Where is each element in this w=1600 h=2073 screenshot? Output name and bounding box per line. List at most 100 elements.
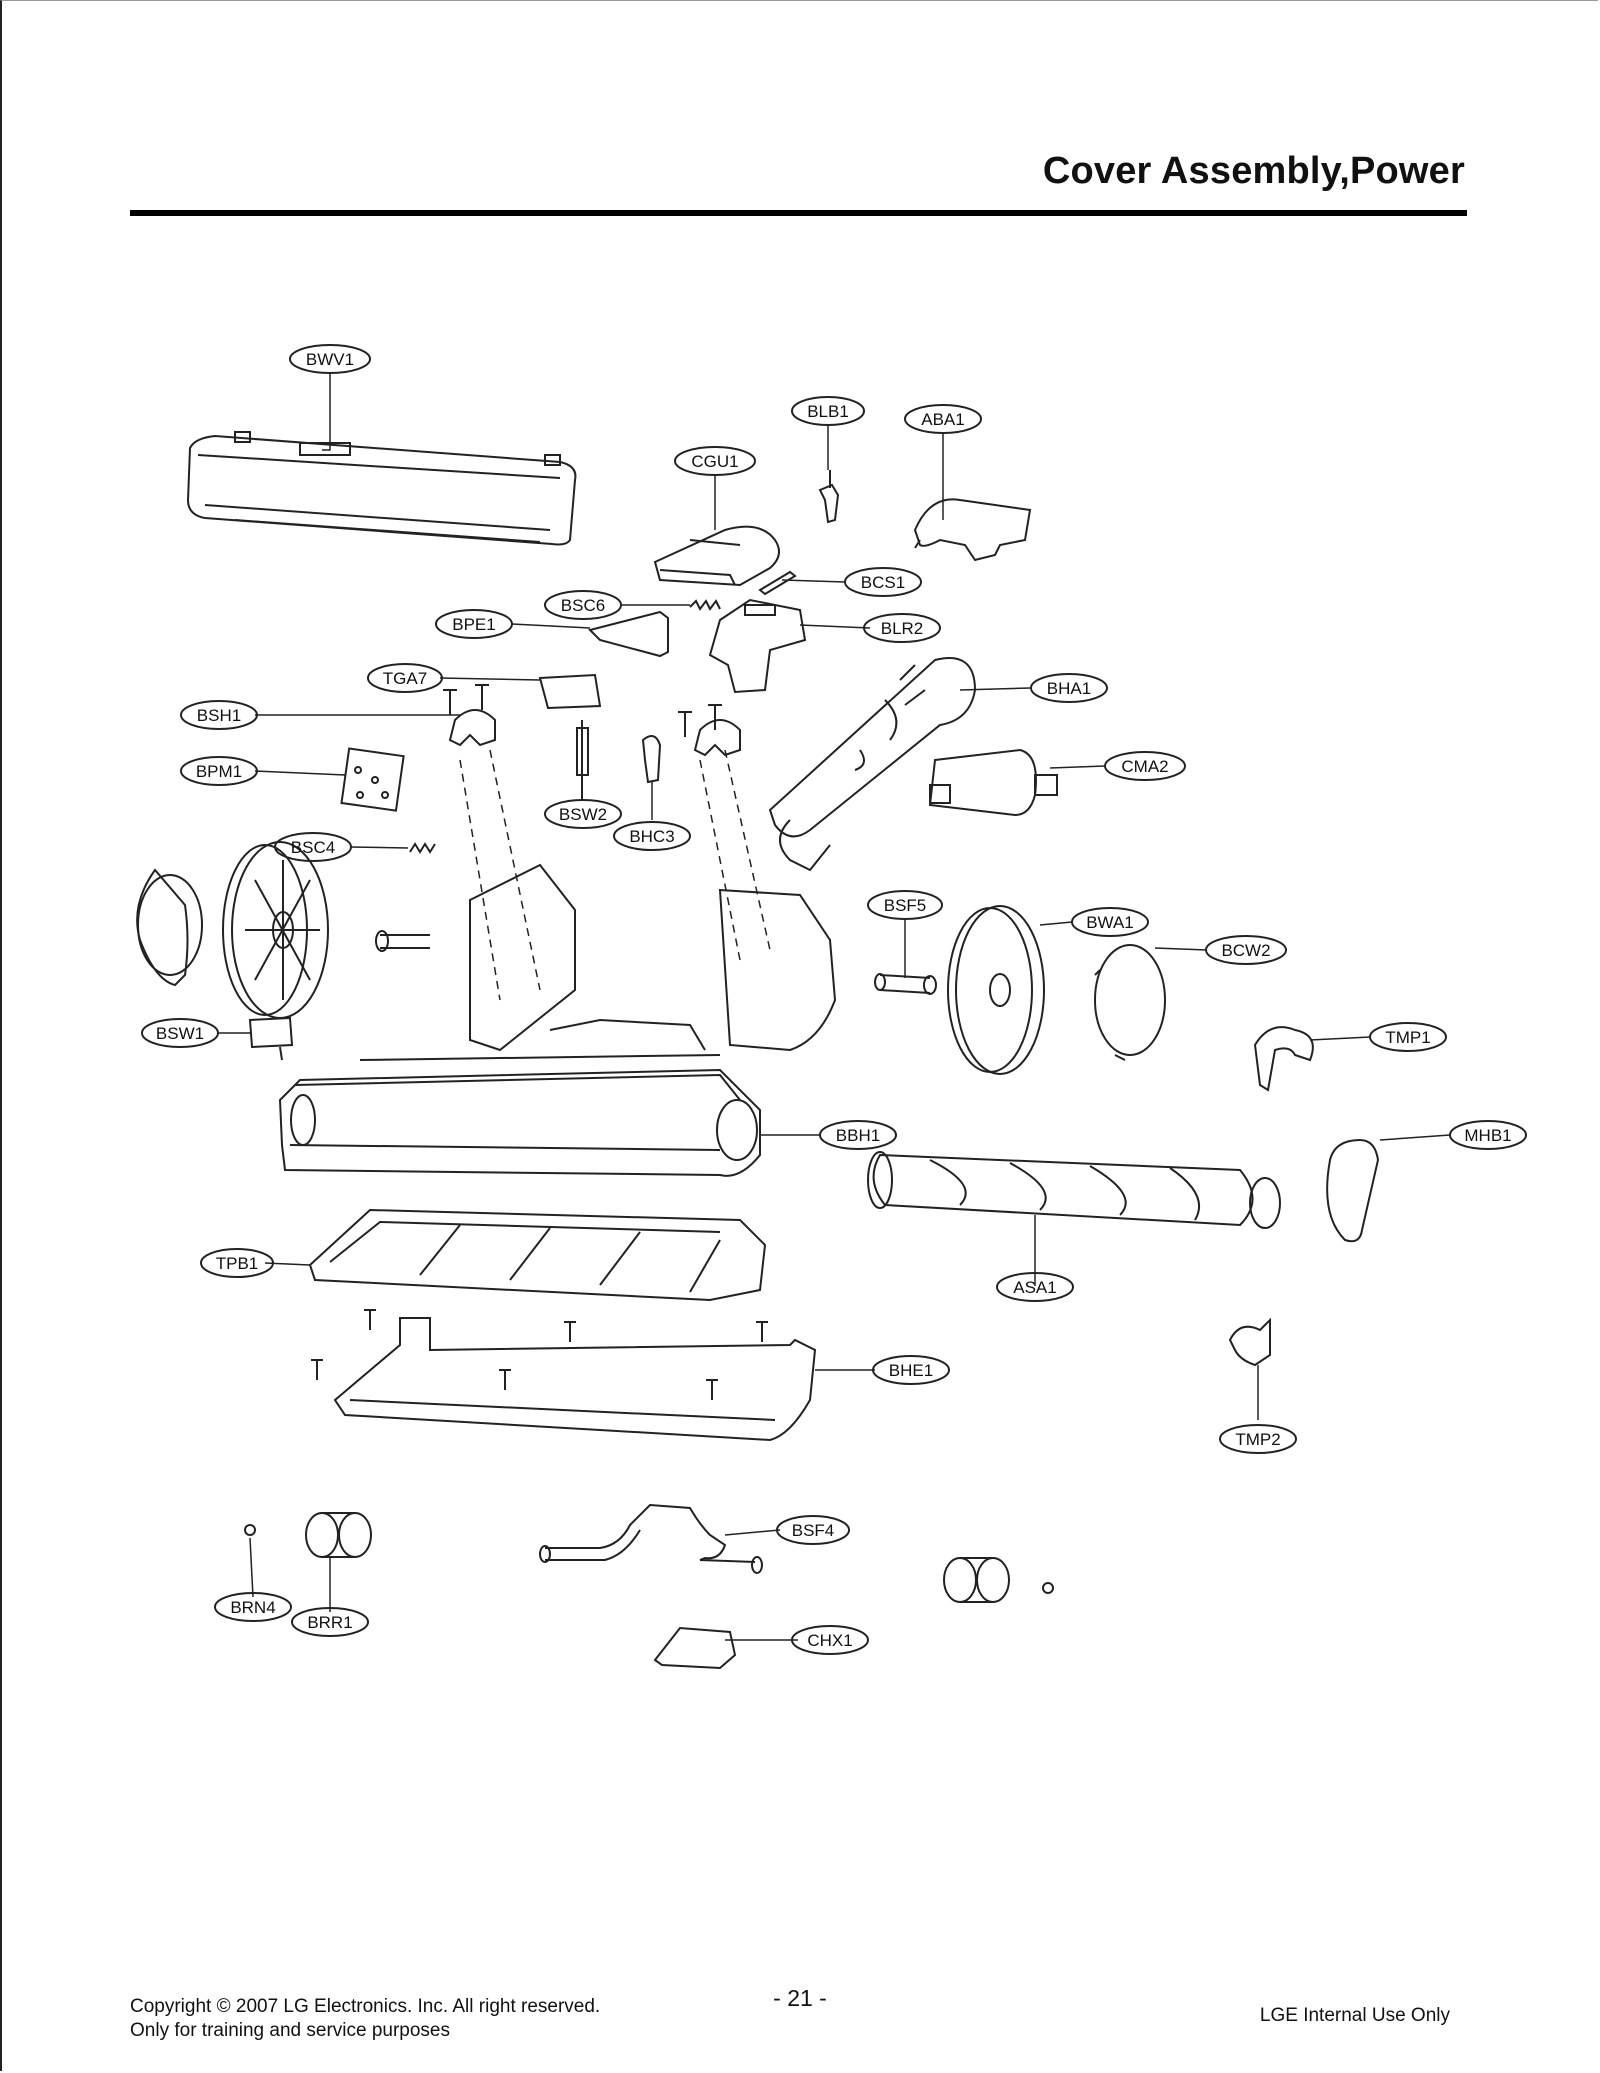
svg-text:TPB1: TPB1 bbox=[216, 1254, 259, 1273]
part-drawing-bha1 bbox=[768, 657, 977, 872]
svg-text:TMP1: TMP1 bbox=[1385, 1028, 1430, 1047]
svg-text:TMP2: TMP2 bbox=[1235, 1430, 1280, 1449]
part-label-brn4: BRN4 bbox=[214, 1592, 292, 1622]
footer-purpose: Only for training and service purposes bbox=[130, 2020, 450, 2041]
part-label-bcw2: BCW2 bbox=[1205, 935, 1287, 965]
part-label-tmp1: TMP1 bbox=[1369, 1022, 1447, 1052]
part-drawing-bpm1 bbox=[340, 747, 405, 812]
part-drawing-bsw1 bbox=[248, 1016, 294, 1061]
part-label-bwa1: BWA1 bbox=[1071, 907, 1149, 937]
part-label-bbh1: BBH1 bbox=[819, 1120, 897, 1150]
part-drawing-cma2 bbox=[928, 748, 1058, 817]
svg-text:BLB1: BLB1 bbox=[807, 402, 849, 421]
part-label-bsc4: BSC4 bbox=[274, 832, 352, 862]
part-label-bsf5: BSF5 bbox=[867, 890, 943, 920]
part-label-bcs1: BCS1 bbox=[844, 567, 922, 597]
svg-text:BRN4: BRN4 bbox=[230, 1598, 275, 1617]
svg-text:BSW1: BSW1 bbox=[156, 1024, 204, 1043]
title-divider bbox=[130, 210, 1467, 216]
part-drawing-bsc4 bbox=[409, 842, 436, 854]
page-title: Cover Assembly,Power bbox=[1042, 150, 1465, 192]
part-drawing-bcs1 bbox=[758, 570, 797, 596]
svg-text:ASA1: ASA1 bbox=[1013, 1278, 1056, 1297]
part-drawing-bwa1 bbox=[947, 905, 1045, 1075]
part-label-bha1: BHA1 bbox=[1030, 673, 1108, 703]
svg-text:BSW2: BSW2 bbox=[559, 805, 607, 824]
footer-internal-notice: LGE Internal Use Only bbox=[1259, 2005, 1450, 2026]
part-drawing-bsh1 bbox=[448, 709, 741, 757]
part-label-chx1: CHX1 bbox=[791, 1625, 869, 1655]
part-label-bsw2: BSW2 bbox=[544, 799, 622, 829]
svg-text:BSC6: BSC6 bbox=[561, 596, 605, 615]
part-drawing-tmp2 bbox=[1228, 1317, 1271, 1367]
svg-text:TGA7: TGA7 bbox=[383, 669, 427, 688]
svg-text:BBH1: BBH1 bbox=[836, 1126, 880, 1145]
part-label-bpm1: BPM1 bbox=[180, 756, 258, 786]
exploded-parts-diagram: BWV1 BLB1 ABA1 CGU1 BCS1 BSC6 BPE1 BLR2 … bbox=[136, 344, 1527, 1670]
part-drawing-aba1 bbox=[913, 498, 1032, 562]
svg-text:BSF4: BSF4 bbox=[792, 1521, 835, 1540]
part-drawing-bpe1 bbox=[588, 610, 669, 658]
part-label-asa1: ASA1 bbox=[996, 1272, 1074, 1302]
part-label-mhb1: MHB1 bbox=[1449, 1120, 1527, 1150]
part-drawing-bearing-right bbox=[943, 1557, 1054, 1603]
part-drawing-left-wheel bbox=[136, 841, 430, 1019]
svg-text:BCW2: BCW2 bbox=[1221, 941, 1270, 960]
svg-text:BHC3: BHC3 bbox=[629, 827, 674, 846]
part-label-tpb1: TPB1 bbox=[200, 1248, 274, 1278]
part-label-blb1: BLB1 bbox=[791, 396, 865, 426]
part-drawing-bhe1 bbox=[333, 1317, 817, 1442]
part-drawing-blb1 bbox=[818, 470, 840, 524]
part-drawing-bsf4 bbox=[539, 1503, 763, 1574]
svg-text:BSF5: BSF5 bbox=[884, 896, 927, 915]
svg-text:CGU1: CGU1 bbox=[691, 452, 738, 471]
svg-text:BRR1: BRR1 bbox=[307, 1613, 352, 1632]
page-number: - 21 - bbox=[773, 1985, 827, 2011]
part-label-tmp2: TMP2 bbox=[1219, 1424, 1297, 1454]
part-drawing-screws-top bbox=[443, 684, 722, 737]
svg-text:BSH1: BSH1 bbox=[197, 706, 241, 725]
part-label-bsc6: BSC6 bbox=[544, 590, 622, 620]
svg-text:BWV1: BWV1 bbox=[306, 350, 354, 369]
part-label-brr1: BRR1 bbox=[291, 1607, 369, 1637]
part-drawing-bsc6 bbox=[689, 599, 721, 611]
svg-text:BHE1: BHE1 bbox=[889, 1361, 933, 1380]
part-label-tga7: TGA7 bbox=[367, 663, 443, 693]
part-drawing-bwv1 bbox=[186, 431, 577, 546]
part-drawing-tmp1 bbox=[1253, 1026, 1314, 1092]
part-label-blr2: BLR2 bbox=[863, 613, 941, 643]
part-drawing-tga7 bbox=[538, 673, 602, 710]
part-drawing-brr1-set bbox=[244, 1512, 372, 1558]
part-drawing-cgu1 bbox=[653, 525, 780, 587]
svg-text:BHA1: BHA1 bbox=[1047, 679, 1091, 698]
part-drawing-tpb1 bbox=[308, 1208, 767, 1302]
part-drawing-bsw2 bbox=[576, 720, 589, 800]
part-label-bwv1: BWV1 bbox=[289, 344, 371, 374]
part-label-aba1: ABA1 bbox=[904, 404, 982, 434]
svg-text:BPE1: BPE1 bbox=[452, 615, 495, 634]
svg-text:ABA1: ABA1 bbox=[921, 410, 964, 429]
part-drawing-bhc3 bbox=[641, 735, 662, 784]
part-drawing-guide-lines bbox=[459, 749, 771, 1001]
svg-text:CHX1: CHX1 bbox=[807, 1631, 852, 1650]
svg-text:BPM1: BPM1 bbox=[196, 762, 242, 781]
footer-copyright: Copyright © 2007 LG Electronics. Inc. Al… bbox=[130, 1996, 601, 2017]
part-label-bhe1: BHE1 bbox=[872, 1355, 950, 1385]
part-drawing-chx1 bbox=[653, 1626, 737, 1670]
svg-text:BSC4: BSC4 bbox=[291, 838, 335, 857]
part-drawing-bbh1 bbox=[278, 863, 837, 1177]
footer-copyright-block: Copyright © 2007 LG Electronics. Inc. Al… bbox=[130, 1995, 600, 2043]
part-drawing-blr2 bbox=[708, 598, 807, 694]
part-label-bhc3: BHC3 bbox=[613, 821, 691, 851]
svg-text:BWA1: BWA1 bbox=[1086, 913, 1134, 932]
part-drawing-asa1 bbox=[867, 1151, 1281, 1229]
leader-lines bbox=[217, 372, 1451, 1641]
part-label-cma2: CMA2 bbox=[1104, 751, 1186, 781]
part-label-cgu1: CGU1 bbox=[674, 446, 756, 476]
part-label-bsw1: BSW1 bbox=[141, 1018, 219, 1048]
svg-text:BLR2: BLR2 bbox=[881, 619, 924, 638]
part-label-bpe1: BPE1 bbox=[435, 609, 513, 639]
part-label-bsf4: BSF4 bbox=[776, 1515, 850, 1545]
part-drawing-screws-bottom bbox=[311, 1309, 768, 1400]
